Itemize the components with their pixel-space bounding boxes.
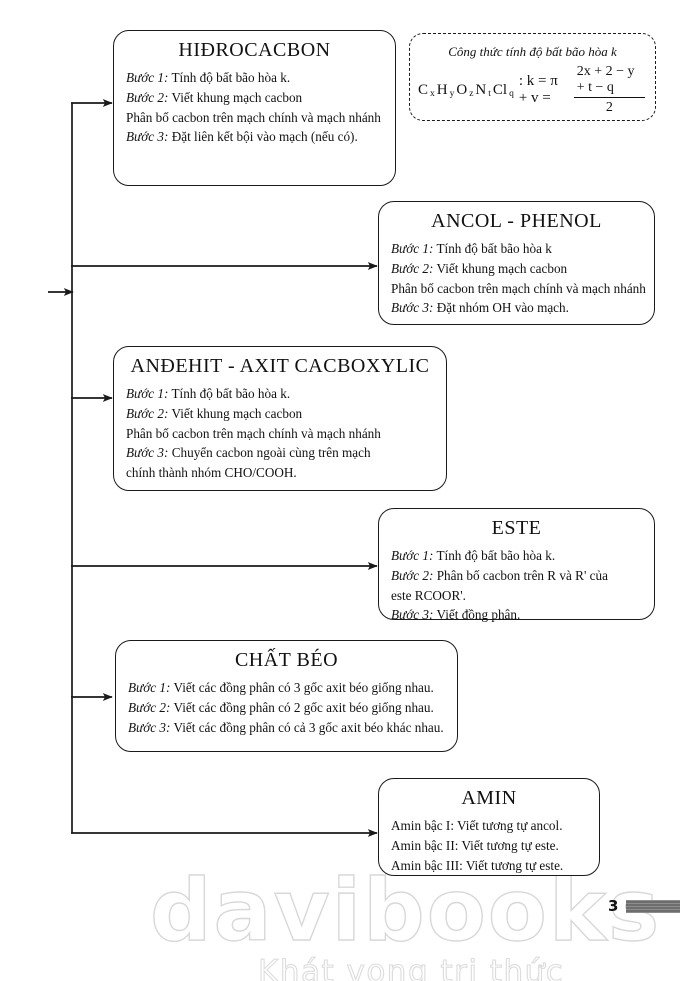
page-footer: 3 — [608, 897, 681, 915]
node-hidrocacbon-line-2: Bước 2: Viết khung mạch cacbon — [126, 88, 383, 108]
step-text: Chuyển cacbon ngoài cùng trên mạch — [168, 445, 371, 461]
formula-middle: : k = π + v = — [518, 73, 558, 107]
node-ancol-phenol-title: ANCOL - PHENOL — [431, 210, 602, 232]
node-andehit-axit-line-5: chính thành nhóm CHO/COOH. — [126, 463, 434, 483]
step-text: Viết khung mạch cacbon — [168, 89, 303, 105]
node-andehit-axit-line-4: Bước 3: Chuyển cacbon ngoài cùng trên mạ… — [126, 443, 434, 463]
formula-numerator: 2x + 2 − y + t − q — [573, 64, 645, 99]
step-text: Đặt nhóm OH vào mạch. — [433, 300, 569, 316]
step-text: Phân bố cacbon trên mạch chính và mạch n… — [126, 425, 381, 441]
node-este-line-4: Bước 3: Viết đồng phân. — [391, 605, 642, 625]
formula-denominator: 2 — [605, 100, 613, 116]
node-este-title: ESTE — [491, 517, 542, 539]
node-chat-beo-line-2: Bước 2: Viết các đồng phân có 2 gốc axit… — [128, 698, 445, 718]
step-label: Bước 3: — [391, 607, 434, 623]
step-label: Bước 2: — [128, 699, 171, 715]
formula-nitrogen: N — [475, 81, 487, 98]
step-text: este RCOOR'. — [391, 587, 466, 603]
formula-carbon: C — [418, 81, 429, 98]
node-este[interactable]: ESTE Bước 1: Tính độ bất bão hòa k. Bước… — [378, 508, 655, 622]
step-text: Amin bậc III: Viết tương tự este. — [391, 857, 564, 873]
formula-sub-x: x — [430, 89, 435, 100]
node-andehit-axit-title: ANĐEHIT - AXIT CACBOXYLIC — [130, 355, 430, 377]
step-label: Bước 3: — [126, 129, 169, 145]
step-label: Bước 1: — [128, 680, 171, 695]
step-text: Viết các đồng phân có 2 gốc axit béo giố… — [170, 699, 434, 715]
step-text: Tính độ bất bão hòa k — [433, 241, 552, 256]
node-ancol-phenol-line-4: Bước 3: Đặt nhóm OH vào mạch. — [391, 298, 642, 318]
formula-sub-t: t — [488, 89, 491, 100]
node-amin-line-2: Amin bậc II: Viết tương tự este. — [391, 836, 587, 856]
node-andehit-axit-line-2: Bước 2: Viết khung mạch cacbon — [126, 404, 434, 424]
node-chat-beo-line-1: Bước 1: Viết các đồng phân có 3 gốc axit… — [128, 678, 445, 698]
watermark: davibooks Khát vọng tri thức — [0, 855, 700, 981]
step-label: Bước 3: — [126, 445, 169, 461]
step-label: Bước 2: — [126, 405, 169, 421]
step-text: Tính độ bất bão hòa k. — [168, 386, 291, 401]
step-text: chính thành nhóm CHO/COOH. — [126, 465, 297, 481]
node-ancol-phenol[interactable]: ANCOL - PHENOL Bước 1: Tính độ bất bão h… — [378, 201, 655, 325]
node-ancol-phenol-line-1: Bước 1: Tính độ bất bão hòa k — [391, 239, 642, 259]
node-este-line-3: este RCOOR'. — [391, 586, 642, 606]
formula-sub-q: q — [509, 89, 514, 100]
step-label: Bước 1: — [126, 70, 169, 85]
node-andehit-axit-cacboxylic[interactable]: ANĐEHIT - AXIT CACBOXYLIC Bước 1: Tính đ… — [113, 346, 447, 491]
step-label: Bước 3: — [128, 719, 171, 735]
node-hidrocacbon-line-1: Bước 1: Tính độ bất bão hòa k. — [126, 68, 383, 88]
step-text: Amin bậc I: Viết tương tự ancol. — [391, 818, 563, 833]
formula-fraction: 2x + 2 − y + t − q 2 — [573, 64, 645, 117]
node-ancol-phenol-line-3: Phân bố cacbon trên mạch chính và mạch n… — [391, 279, 646, 299]
step-label: Bước 2: — [391, 260, 434, 276]
watermark-sub-text: Khát vọng tri thức — [257, 953, 565, 981]
node-este-line-2: Bước 2: Phân bố cacbon trên R và R' của — [391, 566, 642, 586]
watermark-main-text: davibooks — [149, 860, 662, 961]
node-hidrocacbon-line-3: Phân bố cacbon trên mạch chính và mạch n… — [126, 108, 383, 128]
step-label: Bước 1: — [391, 548, 434, 563]
node-amin[interactable]: AMIN Amin bậc I: Viết tương tự ancol. Am… — [378, 778, 600, 876]
formula-oxygen: O — [456, 81, 468, 98]
step-text: Viết đồng phân. — [433, 607, 521, 623]
formula-chlorine: Cl — [492, 81, 508, 98]
node-este-line-1: Bước 1: Tính độ bất bão hòa k. — [391, 546, 642, 566]
step-text: Viết khung mạch cacbon — [433, 260, 568, 276]
node-andehit-axit-line-1: Bước 1: Tính độ bất bão hòa k. — [126, 384, 434, 404]
footer-bar — [626, 899, 681, 913]
step-text: Tính độ bất bão hòa k. — [433, 548, 556, 563]
step-label: Bước 3: — [391, 300, 434, 316]
node-amin-title: AMIN — [461, 787, 517, 809]
step-text: Amin bậc II: Viết tương tự este. — [391, 837, 559, 853]
step-text: Đặt liên kết bội vào mạch (nếu có). — [168, 129, 358, 145]
formula-sub-z: z — [469, 89, 474, 100]
node-amin-line-3: Amin bậc III: Viết tương tự este. — [391, 856, 587, 876]
node-chat-beo-line-3: Bước 3: Viết các đồng phân có cả 3 gốc a… — [128, 718, 445, 738]
formula-hydrogen: H — [436, 81, 448, 98]
step-label: Bước 1: — [126, 386, 169, 401]
step-text: Phân bố cacbon trên mạch chính và mạch n… — [126, 109, 381, 125]
step-label: Bước 2: — [391, 567, 434, 583]
step-text: Viết các đồng phân có 3 gốc axit béo giố… — [170, 680, 434, 695]
node-hidrocacbon[interactable]: HIĐROCACBON Bước 1: Tính độ bất bão hòa … — [113, 30, 396, 186]
formula-title: Công thức tính độ bất bão hòa k — [448, 44, 617, 59]
step-text: Viết các đồng phân có cả 3 gốc axit béo … — [170, 719, 444, 735]
node-hidrocacbon-title: HIĐROCACBON — [178, 39, 331, 61]
page-number: 3 — [608, 897, 619, 915]
node-chat-beo-title: CHẤT BÉO — [234, 649, 339, 671]
node-hidrocacbon-line-4: Bước 3: Đặt liên kết bội vào mạch (nếu c… — [126, 127, 383, 147]
formula-sub-y: y — [449, 89, 455, 100]
step-text: Tính độ bất bão hòa k. — [168, 70, 291, 85]
step-label: Bước 2: — [126, 89, 169, 105]
node-chat-beo[interactable]: CHẤT BÉO Bước 1: Viết các đồng phân có 3… — [115, 640, 458, 752]
step-label: Bước 1: — [391, 241, 434, 256]
node-ancol-phenol-line-2: Bước 2: Viết khung mạch cacbon — [391, 259, 642, 279]
step-text: Phân bố cacbon trên R và R' của — [433, 567, 608, 583]
node-amin-line-1: Amin bậc I: Viết tương tự ancol. — [391, 816, 587, 836]
step-text: Viết khung mạch cacbon — [168, 405, 303, 421]
step-text: Phân bố cacbon trên mạch chính và mạch n… — [391, 280, 646, 296]
node-andehit-axit-line-3: Phân bố cacbon trên mạch chính và mạch n… — [126, 424, 434, 444]
